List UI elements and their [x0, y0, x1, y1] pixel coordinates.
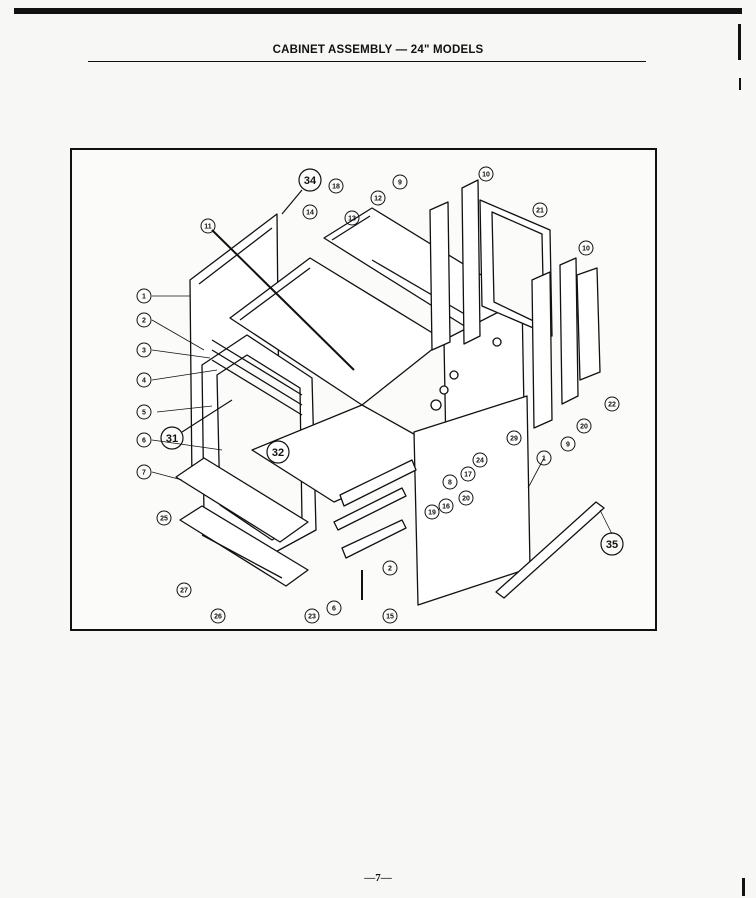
svg-text:26: 26 — [214, 614, 222, 621]
page-title: CABINET ASSEMBLY — 24" MODELS — [272, 44, 484, 56]
callout-16: 16 — [438, 498, 454, 514]
callout-2-bottom: 2 — [382, 560, 398, 576]
svg-text:1: 1 — [142, 294, 146, 301]
page-number: —7— — [364, 872, 392, 884]
callout-25: 25 — [156, 510, 172, 526]
svg-text:20: 20 — [580, 424, 588, 431]
base-frame — [179, 505, 309, 587]
callout-9-lower: 9 — [560, 436, 576, 452]
callout-24: 24 — [472, 452, 488, 468]
callout-19: 19 — [424, 504, 440, 520]
bottom-front-rail — [175, 457, 309, 543]
callout-29: 29 — [506, 430, 522, 446]
callout-1-left: 1 — [136, 288, 152, 304]
margin-mark — [739, 78, 741, 90]
svg-text:1: 1 — [542, 456, 546, 463]
exploded-diagram-frame: 1 2 3 4 5 6 7 25 27 26 23 6 15 2 19 16 8… — [70, 148, 657, 631]
callout-27: 27 — [176, 582, 192, 598]
callout-10-right: 10 — [578, 240, 594, 256]
svg-text:34: 34 — [304, 175, 317, 187]
callout-6-left: 6 — [136, 432, 152, 448]
top-border-rule — [14, 8, 742, 14]
callout-11: 11 — [200, 218, 216, 234]
svg-text:10: 10 — [582, 246, 590, 253]
svg-text:12: 12 — [374, 196, 382, 203]
svg-text:10: 10 — [482, 172, 490, 179]
cabinet-exploded-diagram: 1 2 3 4 5 6 7 25 27 26 23 6 15 2 19 16 8… — [136, 166, 624, 624]
callout-12: 12 — [370, 190, 386, 206]
callout-15: 15 — [382, 608, 398, 624]
callout-6-bottom: 6 — [326, 600, 342, 616]
callout-20-right: 20 — [576, 418, 592, 434]
callout-4: 4 — [136, 372, 152, 388]
svg-text:22: 22 — [608, 402, 616, 409]
svg-text:7: 7 — [142, 470, 146, 477]
svg-text:32: 32 — [272, 447, 284, 459]
callout-9-top: 9 — [392, 174, 408, 190]
svg-text:27: 27 — [180, 588, 188, 595]
title-underline — [88, 61, 646, 63]
slide-rail — [341, 519, 407, 559]
callout-22: 22 — [604, 396, 620, 412]
svg-text:9: 9 — [398, 180, 402, 187]
svg-text:29: 29 — [510, 436, 518, 443]
callout-35: 35 — [600, 532, 624, 556]
svg-text:21: 21 — [536, 208, 544, 215]
callout-5: 5 — [136, 404, 152, 420]
svg-text:18: 18 — [332, 184, 340, 191]
svg-text:14: 14 — [306, 210, 314, 217]
callout-10-top: 10 — [478, 166, 494, 182]
margin-mark — [742, 878, 745, 896]
callout-32: 32 — [266, 440, 290, 464]
svg-text:2: 2 — [388, 566, 392, 573]
callout-2-left: 2 — [136, 312, 152, 328]
callout-23: 23 — [304, 608, 320, 624]
callout-34: 34 — [281, 168, 322, 215]
svg-text:24: 24 — [476, 458, 484, 465]
svg-text:11: 11 — [204, 224, 212, 231]
svg-text:31: 31 — [166, 433, 178, 445]
svg-text:8: 8 — [448, 480, 452, 487]
rear-frame-rail — [429, 201, 451, 351]
callout-21: 21 — [532, 202, 548, 218]
svg-text:20: 20 — [462, 496, 470, 503]
diagonal-brace — [495, 501, 605, 599]
svg-text:6: 6 — [142, 438, 146, 445]
svg-text:17: 17 — [464, 472, 472, 479]
svg-text:2: 2 — [142, 318, 146, 325]
margin-mark — [738, 24, 741, 60]
svg-text:13: 13 — [348, 216, 356, 223]
svg-text:3: 3 — [142, 348, 146, 355]
svg-text:23: 23 — [308, 614, 316, 621]
callout-7: 7 — [136, 464, 152, 480]
callout-26: 26 — [210, 608, 226, 624]
svg-text:4: 4 — [142, 378, 146, 385]
callout-1-right: 1 — [536, 450, 552, 466]
svg-text:15: 15 — [386, 614, 394, 621]
svg-text:6: 6 — [332, 606, 336, 613]
svg-text:9: 9 — [566, 442, 570, 449]
callout-17: 17 — [460, 466, 476, 482]
callout-18: 18 — [328, 178, 344, 194]
svg-text:16: 16 — [442, 504, 450, 511]
svg-text:5: 5 — [142, 410, 146, 417]
callout-8: 8 — [442, 474, 458, 490]
callout-20-lower: 20 — [458, 490, 474, 506]
callout-31: 31 — [160, 399, 233, 450]
callout-14: 14 — [302, 204, 318, 220]
svg-text:19: 19 — [428, 510, 436, 517]
callout-13: 13 — [344, 210, 360, 226]
svg-text:35: 35 — [606, 539, 618, 551]
callout-3: 3 — [136, 342, 152, 358]
svg-text:25: 25 — [160, 516, 168, 523]
